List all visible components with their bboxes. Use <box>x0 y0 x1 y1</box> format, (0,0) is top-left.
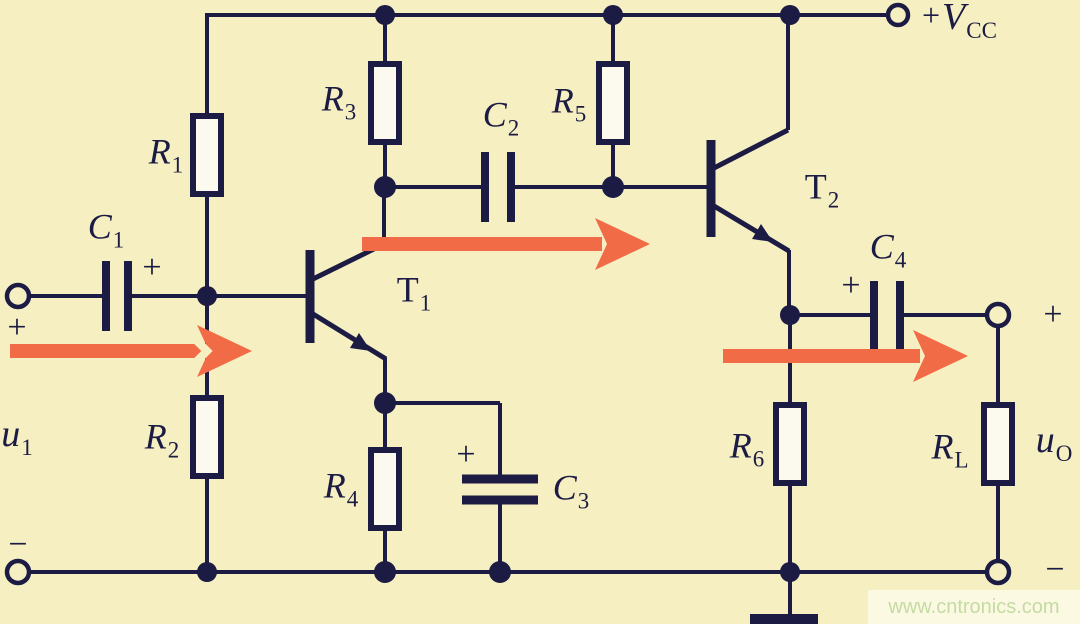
resistor-R3 <box>368 61 402 145</box>
transistor-T1 <box>305 241 388 362</box>
vcc-terminal <box>885 2 911 28</box>
label-R3: R3 <box>321 78 357 125</box>
input-plus-sign: + <box>7 309 27 346</box>
resistor-RL <box>981 402 1015 486</box>
watermark-text: www.cntronics.com <box>888 595 1060 618</box>
transistor-T2 <box>706 127 791 254</box>
signal-arrow-interstage <box>362 218 650 270</box>
resistor-R1 <box>190 113 224 197</box>
c1-plus-sign: + <box>142 249 162 286</box>
output-terminal <box>984 301 1012 329</box>
capacitor-C3 <box>462 474 538 505</box>
label-R5: R5 <box>551 80 587 127</box>
resistor-R4 <box>368 447 402 531</box>
label-C1: C1 <box>87 206 125 253</box>
label-vcc: +VCC <box>922 0 997 43</box>
input-common-terminal <box>4 558 32 586</box>
capacitor-C2 <box>481 152 515 222</box>
label-R4: R4 <box>323 465 359 512</box>
input-minus-sign: − <box>8 526 28 563</box>
signal-arrow-input <box>10 325 252 377</box>
ground-symbol <box>750 614 818 624</box>
resistor-R5 <box>596 61 630 145</box>
label-C2: C2 <box>482 94 520 141</box>
label-R1: R1 <box>148 131 184 178</box>
label-u1: u1 <box>1 413 33 460</box>
output-plus-sign: + <box>1043 296 1063 333</box>
resistor-R6 <box>773 402 807 486</box>
label-R6: R6 <box>729 425 765 472</box>
capacitor-C4 <box>870 281 904 351</box>
junction-dots <box>197 5 800 583</box>
label-T2: T2 <box>804 166 840 213</box>
terminals <box>4 2 1012 586</box>
c4-plus-sign: + <box>841 267 861 304</box>
label-uO: uO <box>1035 419 1073 466</box>
input-terminal <box>4 282 32 310</box>
label-RL: RL <box>931 426 969 473</box>
label-C3: C3 <box>552 467 590 514</box>
capacitor-C1 <box>102 261 132 331</box>
output-minus-sign: − <box>1045 551 1065 588</box>
watermark: www.cntronics.com <box>868 590 1080 624</box>
output-common-terminal <box>984 558 1012 586</box>
c3-plus-sign: + <box>456 436 476 473</box>
resistor-R2 <box>190 395 224 479</box>
label-R2: R2 <box>144 416 180 463</box>
label-C4: C4 <box>869 226 907 273</box>
signal-arrow-output <box>723 330 968 382</box>
label-T1: T1 <box>396 269 432 316</box>
